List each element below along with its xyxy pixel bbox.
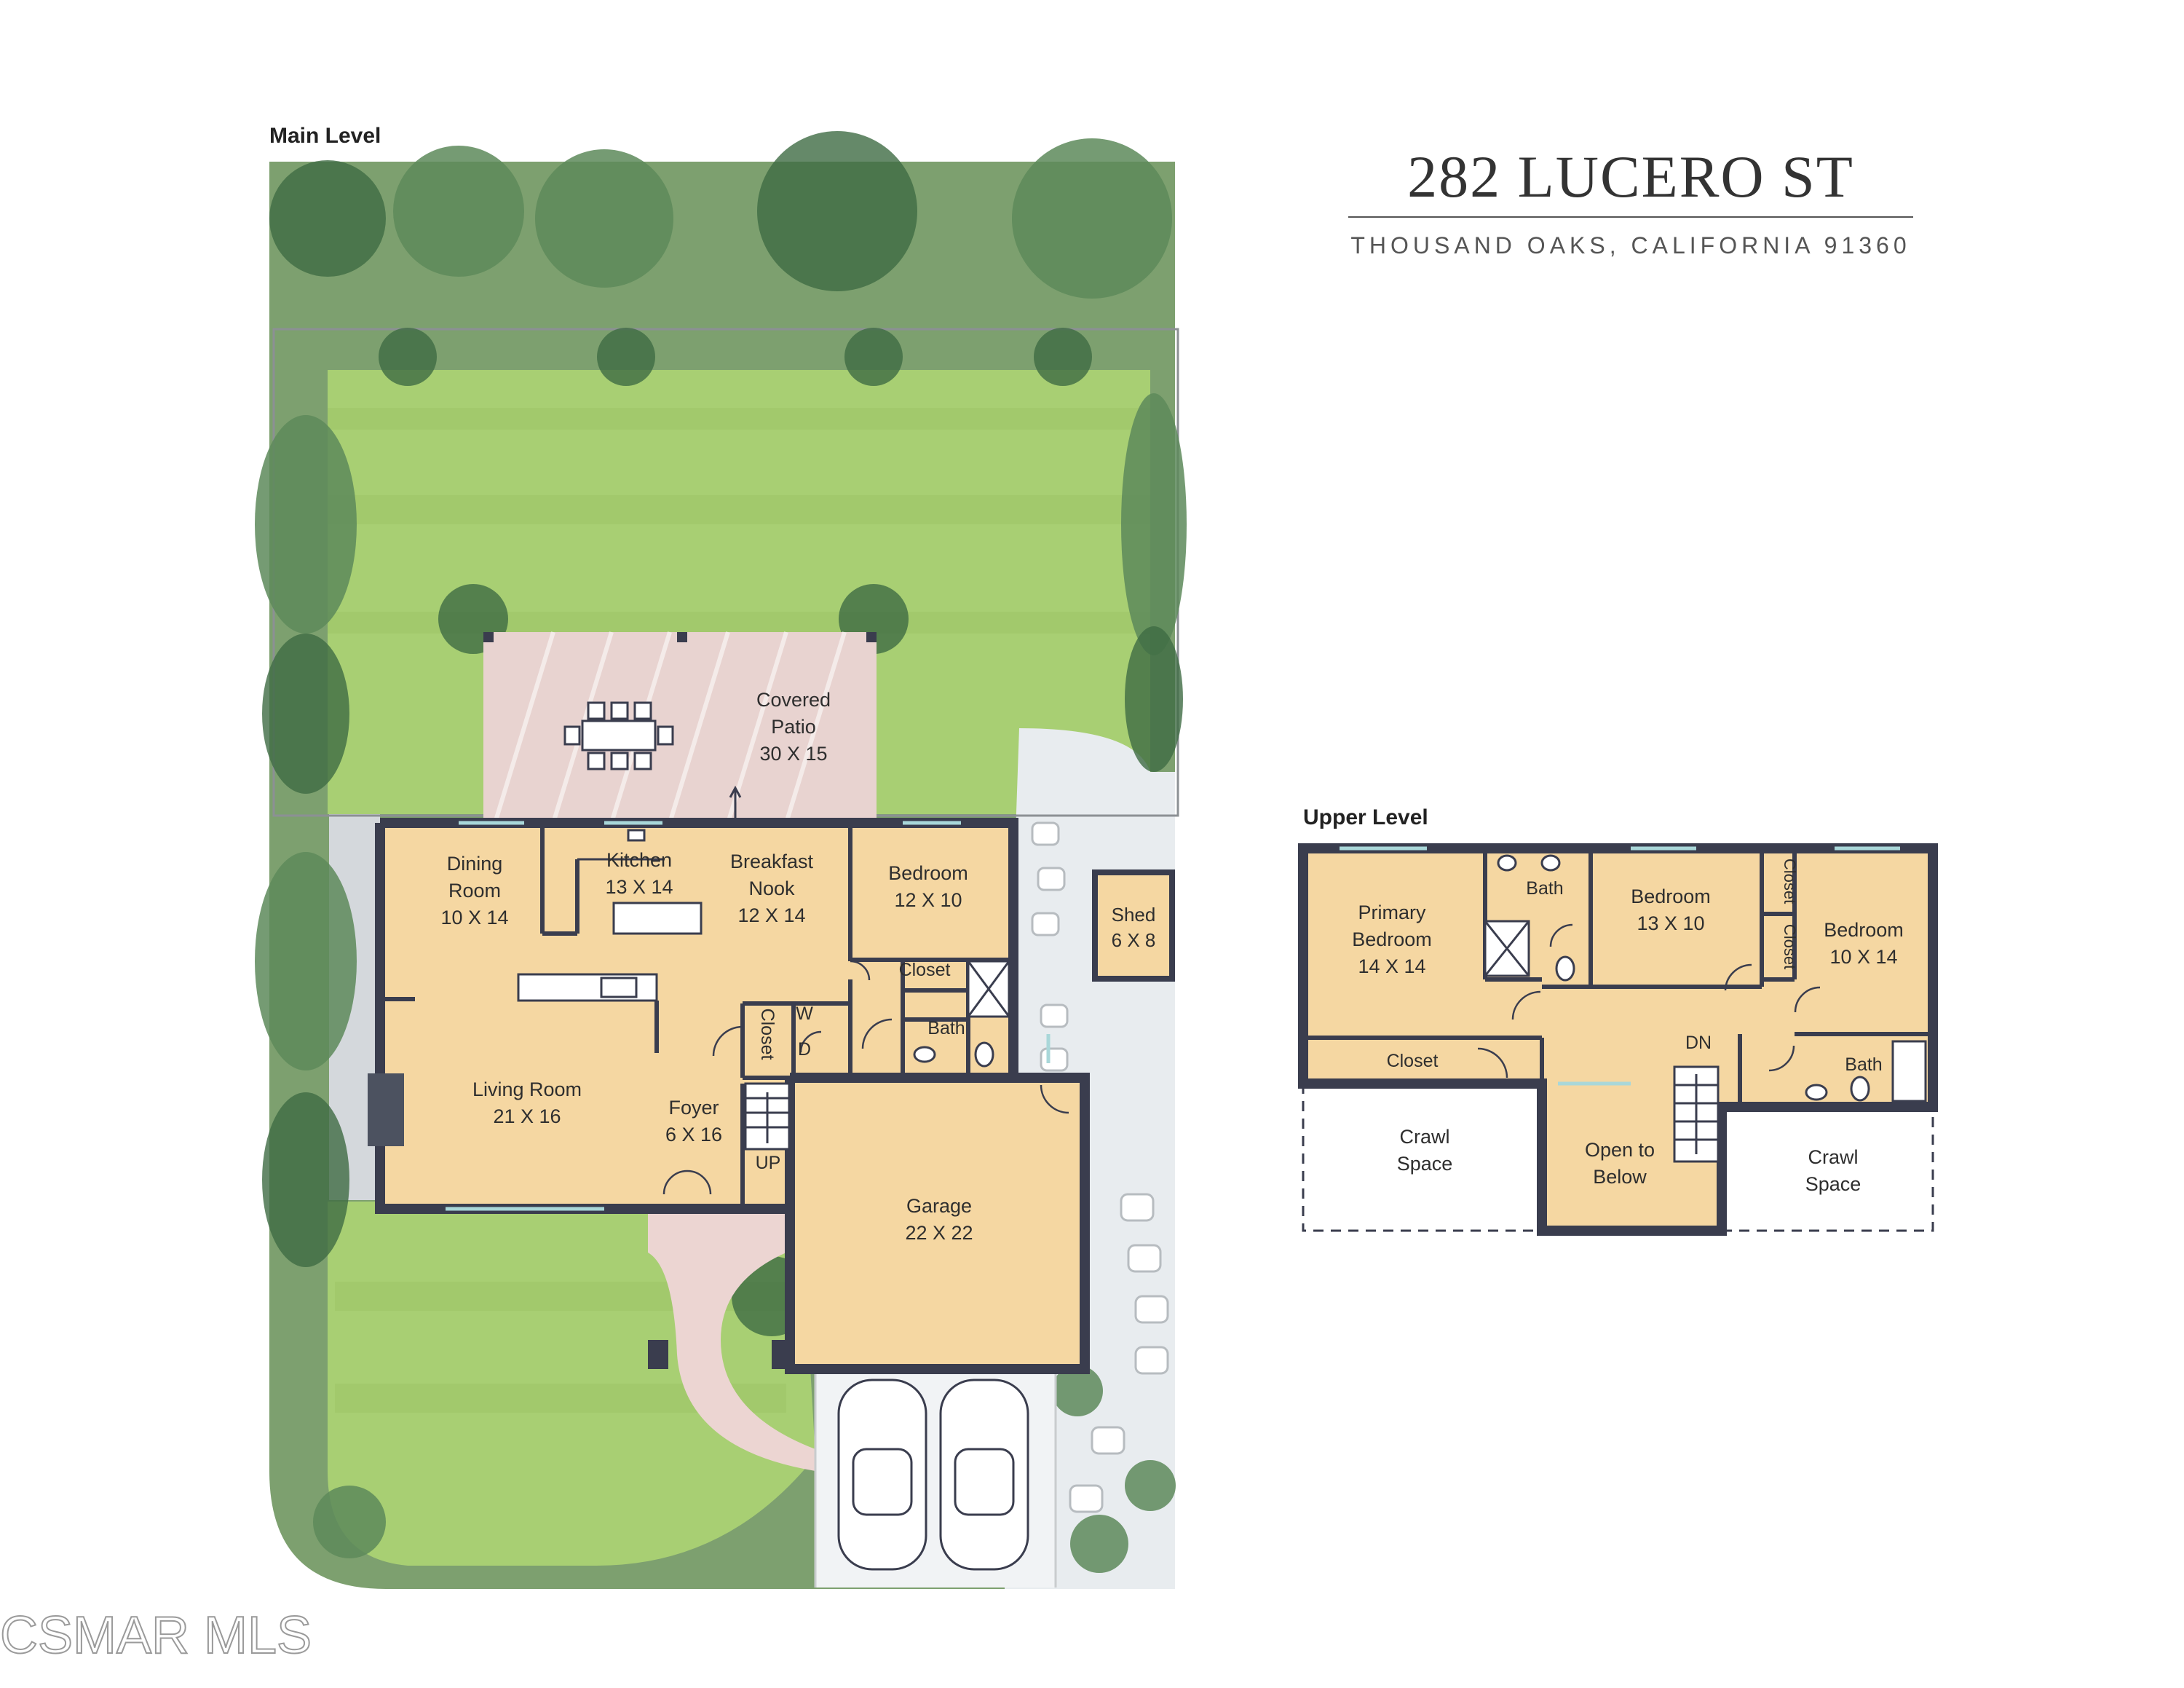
label-shed: Shed (1112, 904, 1156, 926)
label-bath-upper-b: Bath (1845, 1054, 1882, 1075)
shed: Shed 6 X 8 (1092, 869, 1175, 982)
label-stairs-up: UP (756, 1153, 781, 1173)
label-closet-upper-a: Closet (1781, 859, 1799, 904)
label-dryer: D (798, 1039, 811, 1060)
label-foyer: Foyer (668, 1097, 719, 1119)
property-address: 282 LUCERO ST (1407, 143, 1854, 210)
svg-text:13 X 14: 13 X 14 (605, 876, 673, 898)
svg-text:30 X 15: 30 X 15 (759, 743, 827, 765)
label-washer: W (796, 1003, 813, 1024)
label-breakfast-nook: Breakfast (730, 851, 814, 872)
svg-text:12 X 14: 12 X 14 (737, 904, 805, 926)
upper-level (1298, 843, 1938, 1236)
label-stairs-down: DN (1685, 1033, 1712, 1053)
svg-text:21 X 16: 21 X 16 (493, 1105, 561, 1127)
svg-text:13 X 10: 13 X 10 (1637, 912, 1704, 934)
property-city-line: THOUSAND OAKS, CALIFORNIA 91360 (1350, 232, 1910, 259)
label-primary-bedroom: Primary (1358, 902, 1426, 923)
main-house (368, 818, 1090, 1374)
upper-stairs (1673, 1065, 1720, 1163)
label-bedroom-upper-b: Bedroom (1824, 919, 1904, 941)
fireplace (368, 1073, 404, 1146)
label-closet-main: Closet (899, 960, 951, 980)
svg-text:14 X 14: 14 X 14 (1358, 955, 1425, 977)
svg-text:10 X 14: 10 X 14 (440, 907, 508, 928)
main-level-title: Main Level (269, 124, 381, 148)
label-open-below: Open to (1585, 1139, 1655, 1161)
svg-text:Room: Room (448, 880, 501, 902)
main-stairs (744, 1082, 791, 1151)
label-closet-primary: Closet (1387, 1051, 1439, 1071)
label-bedroom-main: Bedroom (888, 862, 968, 884)
label-garage: Garage (906, 1195, 972, 1217)
svg-text:Nook: Nook (748, 877, 795, 899)
patio-table (581, 719, 657, 752)
svg-text:Below: Below (1593, 1166, 1647, 1188)
label-closet-foyer: Closet (757, 1009, 778, 1060)
label-bath-main: Bath (927, 1018, 965, 1038)
svg-text:Patio: Patio (771, 716, 816, 738)
label-bath-upper-a: Bath (1526, 878, 1563, 899)
svg-text:Bedroom: Bedroom (1352, 928, 1432, 950)
label-covered-patio: Covered (756, 689, 831, 711)
svg-text:22 X 22: 22 X 22 (905, 1222, 973, 1244)
svg-text:6 X 16: 6 X 16 (665, 1124, 722, 1145)
mls-watermark: CSMAR MLS (0, 1606, 312, 1665)
label-crawl-right: Crawl (1808, 1146, 1858, 1168)
label-kitchen: Kitchen (606, 849, 672, 871)
label-crawl-left: Crawl (1399, 1126, 1449, 1148)
svg-text:12 X 10: 12 X 10 (894, 889, 962, 911)
label-closet-upper-b: Closet (1781, 924, 1799, 969)
svg-text:10 X 14: 10 X 14 (1829, 946, 1897, 968)
label-bedroom-upper-a: Bedroom (1631, 886, 1711, 907)
upper-level-title: Upper Level (1303, 805, 1428, 829)
garage-cars (837, 1379, 1029, 1571)
svg-text:6 X 8: 6 X 8 (1112, 929, 1156, 951)
label-living-room: Living Room (472, 1078, 582, 1100)
svg-text:Space: Space (1397, 1153, 1453, 1175)
covered-patio: Covered Patio 30 X 15 (483, 631, 877, 824)
svg-text:Space: Space (1805, 1173, 1861, 1195)
label-dining-room: Dining (447, 853, 503, 875)
